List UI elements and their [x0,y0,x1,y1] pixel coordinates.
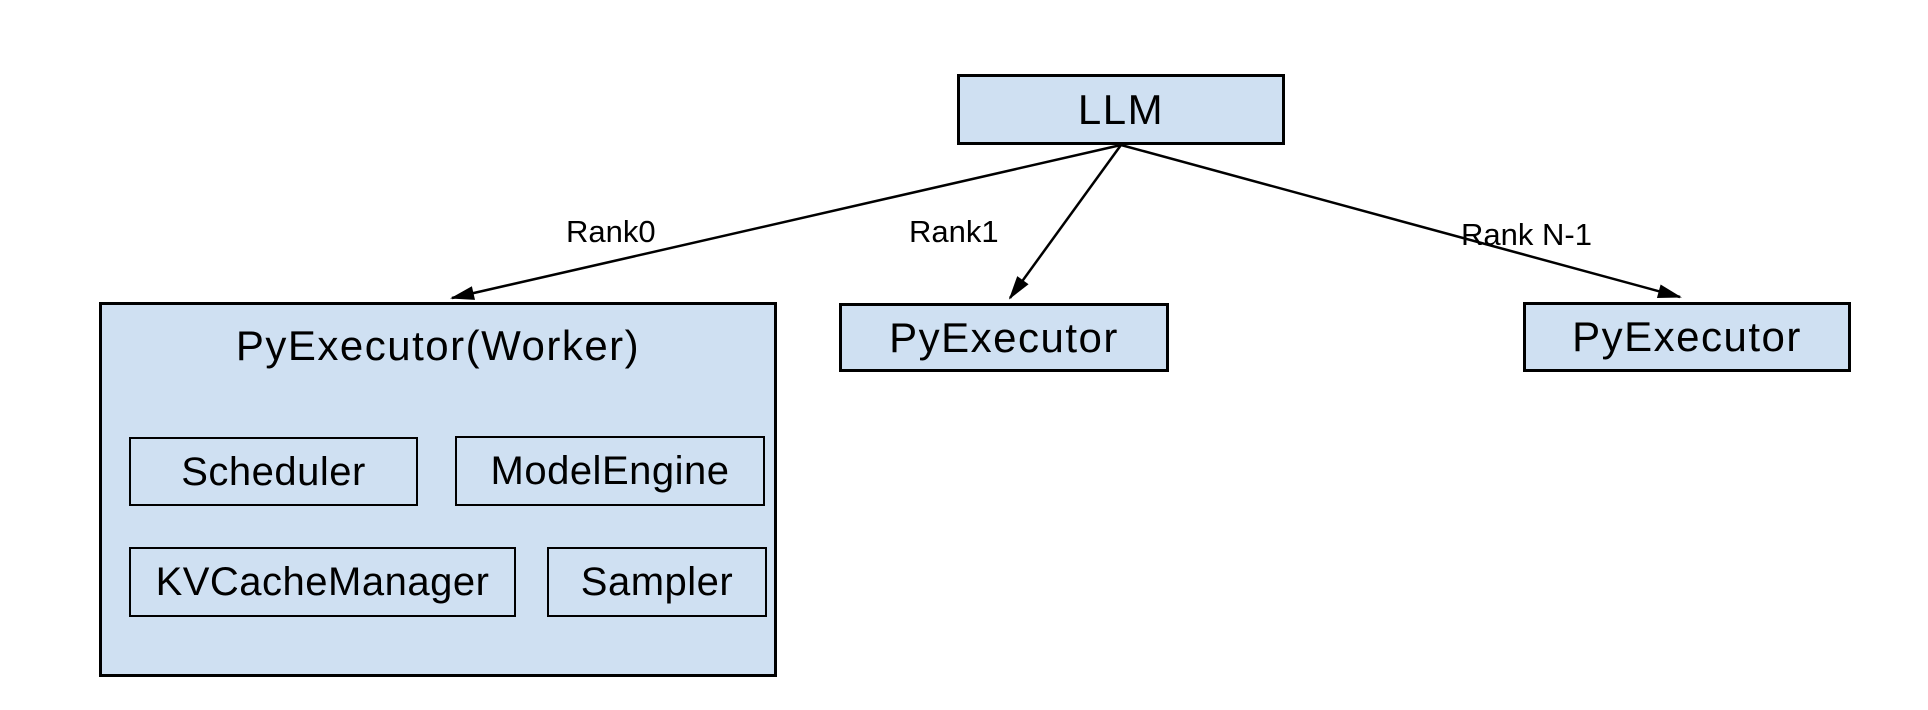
edge-rank0-arrow [450,143,1122,300]
node-scheduler: Scheduler [129,437,418,506]
node-pyexecutor-rank-n-1-label: PyExecutor [1572,313,1802,360]
edge-rankN-arrow [1120,143,1682,299]
edge-label-rank-n-1: Rank N-1 [1461,217,1592,252]
node-pyexecutor-worker: PyExecutor(Worker) Scheduler ModelEngine… [99,302,777,677]
node-modelengine: ModelEngine [455,436,765,506]
edge-label-rank0: Rank0 [566,214,656,249]
node-sampler-label: Sampler [580,560,734,604]
node-kvcachemanager-label: KVCacheManager [155,560,490,604]
node-llm: LLM [957,74,1285,145]
node-llm-label: LLM [1077,85,1165,133]
node-pyexecutor-rank-n-1: PyExecutor [1523,302,1851,372]
node-kvcachemanager: KVCacheManager [129,547,516,617]
node-sampler: Sampler [547,547,767,617]
node-pyexecutor-rank1: PyExecutor [839,303,1169,372]
node-scheduler-label: Scheduler [181,449,366,494]
node-pyexecutor-worker-label: PyExecutor(Worker) [235,322,641,369]
edge-label-rank1: Rank1 [909,214,999,249]
node-modelengine-label: ModelEngine [490,449,730,493]
node-pyexecutor-rank1-label: PyExecutor [889,313,1119,361]
edge-rank1-arrow [1008,144,1123,300]
